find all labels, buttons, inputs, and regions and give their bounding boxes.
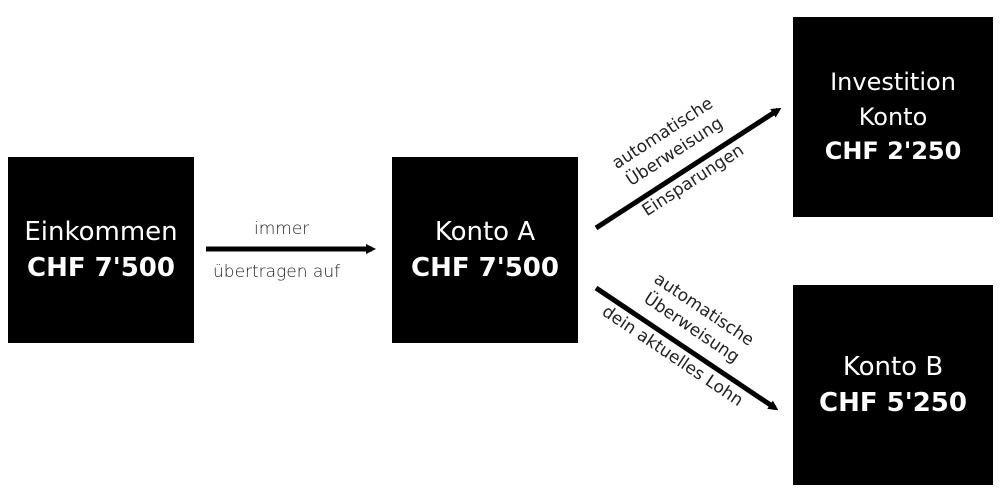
edge-income-label-top: immer xyxy=(254,219,310,239)
node-income-name: Einkommen xyxy=(24,216,178,247)
node-investition-konto: Investition Konto CHF 2'250 xyxy=(793,17,993,217)
node-konto-a-amount: CHF 7'500 xyxy=(411,253,559,283)
node-income: Einkommen CHF 7'500 xyxy=(8,157,194,343)
node-income-amount: CHF 7'500 xyxy=(27,253,175,283)
edge-income-label-bottom: übertragen auf xyxy=(213,262,341,282)
node-konto-a-name: Konto A xyxy=(434,216,536,247)
node-konto-b-amount: CHF 5'250 xyxy=(819,388,967,418)
arrow-konto-a-to-invest xyxy=(594,107,782,231)
node-konto-b-name: Konto B xyxy=(842,351,944,382)
node-konto-a: Konto A CHF 7'500 xyxy=(392,157,578,343)
node-konto-b: Konto B CHF 5'250 xyxy=(793,285,993,485)
node-invest-amount: CHF 2'250 xyxy=(824,137,962,166)
node-invest-name-line2: Konto xyxy=(858,102,928,131)
arrow-konto-a-to-konto-b xyxy=(594,285,779,411)
node-invest-name-line1: Investition xyxy=(830,67,956,96)
